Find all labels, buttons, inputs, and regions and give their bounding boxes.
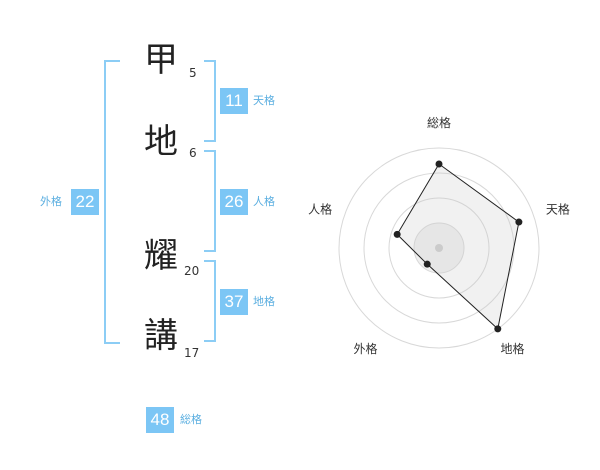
radar-axis-label: 人格 bbox=[308, 201, 332, 216]
name-char-2: 地 bbox=[144, 122, 178, 162]
radar-axis-label: 地格 bbox=[500, 341, 524, 356]
radar-point-3 bbox=[494, 325, 502, 333]
stroke-count-2: 6 bbox=[189, 146, 197, 160]
stroke-count-3: 20 bbox=[184, 264, 200, 278]
name-char-4: 講 bbox=[144, 316, 178, 356]
soukaku-value-badge: 48 bbox=[146, 407, 174, 433]
jinkaku-label: 人格 bbox=[253, 195, 275, 208]
jinkaku-bracket bbox=[204, 150, 216, 252]
stroke-count-1: 5 bbox=[189, 66, 197, 80]
gaikaku-bracket bbox=[104, 60, 120, 344]
chikaku-bracket bbox=[204, 260, 216, 342]
radar-point-2 bbox=[515, 218, 523, 226]
radar-axis-label: 外格 bbox=[354, 341, 378, 356]
jinkaku-value-badge: 26 bbox=[220, 189, 248, 215]
radar-point-5 bbox=[393, 230, 401, 238]
radar-center-dot bbox=[435, 244, 443, 252]
name-char-1: 甲 bbox=[144, 40, 178, 80]
radar-axis-label: 総格 bbox=[427, 115, 451, 130]
gaikaku-label: 外格 bbox=[40, 195, 62, 208]
stroke-count-4: 17 bbox=[184, 346, 200, 360]
radar-points bbox=[393, 160, 523, 333]
chikaku-value-badge: 37 bbox=[220, 289, 248, 315]
radar-point-4 bbox=[423, 260, 431, 268]
radar-rings bbox=[338, 147, 540, 349]
radar-polygon bbox=[396, 163, 520, 330]
name-char-3: 耀 bbox=[144, 236, 178, 276]
radar-point-1 bbox=[435, 160, 443, 168]
radar-axis-label: 天格 bbox=[546, 201, 570, 216]
soukaku-label: 総格 bbox=[180, 413, 202, 426]
radar-value-shape bbox=[396, 163, 520, 330]
tenkaku-value-badge: 11 bbox=[220, 88, 248, 114]
tenkaku-label: 天格 bbox=[253, 94, 275, 107]
chikaku-label: 地格 bbox=[253, 295, 275, 308]
tenkaku-bracket bbox=[204, 60, 216, 142]
gaikaku-value-badge: 22 bbox=[71, 189, 99, 215]
